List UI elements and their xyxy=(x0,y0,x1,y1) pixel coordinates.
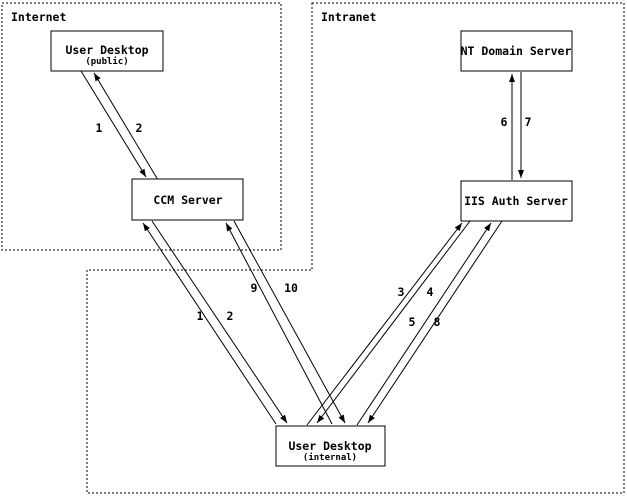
flow-5-internal-to-iis-arrow xyxy=(356,222,492,426)
node-user-desktop-public: User Desktop (public) xyxy=(50,30,164,72)
flow-1-public-to-ccm-arrow xyxy=(80,70,147,178)
flow-label-2-public: 2 xyxy=(136,121,143,135)
user-desktop-internal-title: User Desktop xyxy=(288,439,371,453)
user-desktop-public-title: User Desktop xyxy=(65,43,148,57)
flow-label-4: 4 xyxy=(427,285,434,299)
ccm-server-box xyxy=(131,178,244,221)
flow-label-2-internal: 2 xyxy=(227,309,234,323)
flow-label-5: 5 xyxy=(409,315,416,329)
flow-label-1-public: 1 xyxy=(96,121,103,135)
user-desktop-public-box xyxy=(50,30,164,72)
node-user-desktop-internal: User Desktop (internal) xyxy=(275,425,386,467)
flow-10-ccm-to-internal-arrow xyxy=(233,220,346,424)
flow-9-internal-to-ccm-arrow xyxy=(225,222,333,425)
ccm-server-title: CCM Server xyxy=(153,193,222,207)
flow-label-10: 10 xyxy=(284,281,298,295)
flow-3-internal-to-iis-arrow xyxy=(306,222,463,426)
nt-domain-server-box xyxy=(460,30,573,72)
flow-label-6: 6 xyxy=(501,115,508,129)
intranet-zone-border xyxy=(86,2,625,494)
user-desktop-internal-box xyxy=(275,425,386,467)
user-desktop-internal-subtitle: (internal) xyxy=(303,452,357,463)
flow-8-iis-to-internal-arrow xyxy=(367,220,503,424)
flow-label-9: 9 xyxy=(251,281,258,295)
flow-label-3: 3 xyxy=(398,285,405,299)
flow-label-8: 8 xyxy=(434,315,441,329)
node-nt-domain-server: NT Domain Server xyxy=(460,30,573,72)
flow-label-1-internal: 1 xyxy=(197,309,204,323)
flow-4-iis-to-internal-arrow xyxy=(316,220,471,424)
internet-zone-label: Internet xyxy=(11,10,66,24)
node-iis-auth-server: IIS Auth Server xyxy=(460,180,573,222)
nt-domain-server-title: NT Domain Server xyxy=(461,44,572,58)
iis-auth-server-title: IIS Auth Server xyxy=(464,194,568,208)
flow-1-internal-to-ccm-arrow xyxy=(142,222,277,425)
flow-label-7: 7 xyxy=(525,115,532,129)
internet-zone-border xyxy=(1,2,282,251)
iis-auth-server-box xyxy=(460,180,573,222)
intranet-zone-label: Intranet xyxy=(321,10,376,24)
user-desktop-public-subtitle: (public) xyxy=(85,56,128,67)
flow-2-ccm-to-public-arrow xyxy=(93,72,159,181)
flow-2-ccm-to-internal-arrow xyxy=(151,220,288,424)
node-ccm-server: CCM Server xyxy=(131,178,244,221)
